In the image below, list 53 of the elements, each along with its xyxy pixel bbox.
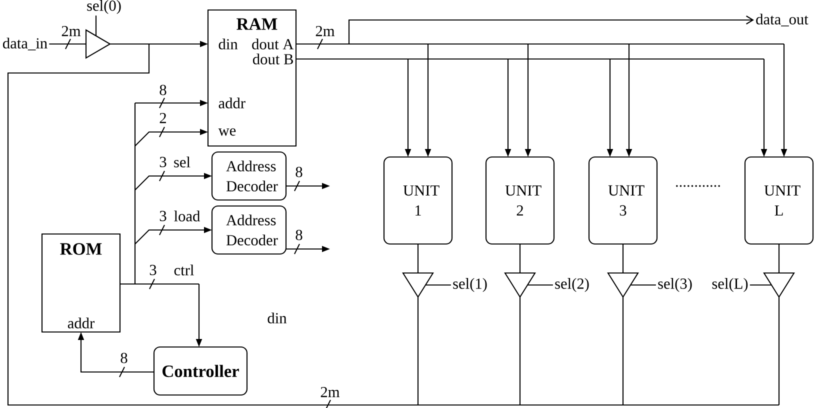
arrow <box>7 40 780 406</box>
bus-width-label: 2m <box>320 386 340 398</box>
wire <box>750 284 772 286</box>
signal-label: ctrl <box>174 264 194 276</box>
wire <box>622 244 624 273</box>
decoder-box: Address Decoder <box>211 151 287 201</box>
wire <box>519 244 521 273</box>
bus-width-label: 3 <box>160 210 166 222</box>
signal-label: sel(1) <box>453 278 487 292</box>
controller-box: Controller <box>153 346 248 396</box>
unit-box: UNIT 3 <box>588 156 658 245</box>
bus-width-label: 8 <box>120 352 128 364</box>
port-label: we <box>218 128 236 136</box>
wire <box>630 284 656 286</box>
bus-width-label: 2m <box>62 26 81 36</box>
signal-label: load <box>174 210 200 222</box>
buffer-symbol <box>85 29 112 59</box>
bus-width-label: 8 <box>296 230 302 240</box>
bus-width-label: 8 <box>296 166 302 178</box>
buffer-symbol <box>402 272 434 298</box>
decoder-box: Address Decoder <box>211 205 287 255</box>
signal-label: data_out <box>756 14 808 26</box>
unit-box: UNIT 2 <box>485 156 555 245</box>
wire <box>426 284 451 286</box>
wire <box>95 16 97 36</box>
buffer-symbol <box>504 272 536 298</box>
signal-label: sel <box>174 156 190 168</box>
bus-width-label: 8 <box>160 84 166 96</box>
wire <box>49 43 86 45</box>
bus-width-label: 2 <box>160 112 166 124</box>
port-label: din <box>218 38 238 50</box>
unit-box: UNIT L <box>744 156 814 245</box>
wire <box>528 284 553 286</box>
signal-label: sel(L) <box>712 278 748 292</box>
buffer-symbol <box>607 272 639 298</box>
signal-label: sel(2) <box>555 278 589 292</box>
bus-width-label: 2m <box>316 26 335 36</box>
port-label: addr <box>218 98 246 108</box>
buffer-symbol <box>763 272 795 298</box>
ellipsis-dots: ............ <box>676 185 720 187</box>
wire <box>778 244 780 273</box>
signal-label: data_in <box>2 38 48 50</box>
port-label: dout B <box>252 54 293 64</box>
wire <box>417 244 419 273</box>
signal-label: sel(0) <box>87 0 121 14</box>
wire <box>119 102 200 285</box>
unit-box: UNIT 1 <box>383 156 453 245</box>
port-label: dout A <box>252 38 294 50</box>
signal-label: sel(3) <box>658 278 692 292</box>
bus-width-label: 3 <box>150 264 156 276</box>
text-label: din <box>268 312 287 324</box>
bus-width-label: 3 <box>160 156 166 168</box>
port-label: addr <box>68 318 94 328</box>
